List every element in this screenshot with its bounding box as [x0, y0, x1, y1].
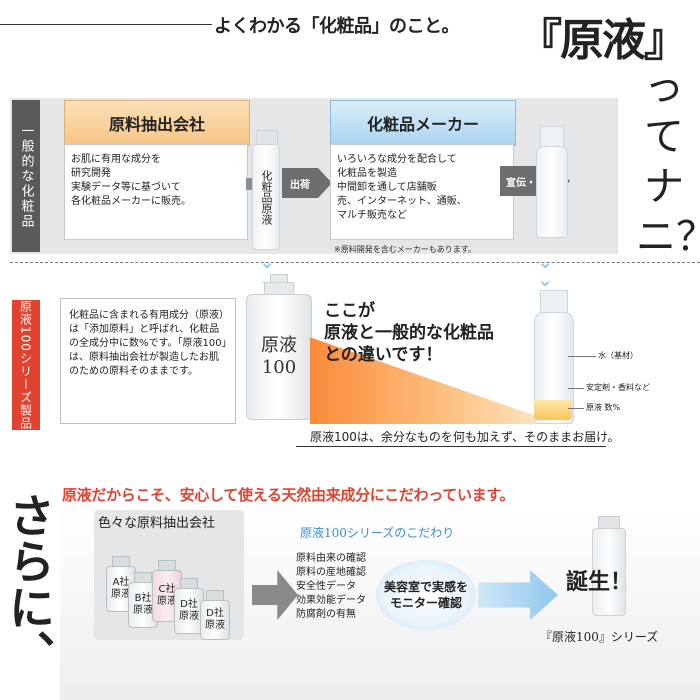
vial-c-line1: C社	[158, 584, 176, 595]
header-rule	[0, 24, 212, 25]
callout-line-1: ここが	[324, 301, 375, 321]
list-item: 効果効能データ	[296, 595, 366, 606]
legend-raw: 原液 数%	[586, 403, 621, 412]
raw-solution-layer	[534, 400, 572, 420]
genkai100-description: 化粧品に含まれる有用成分（原液）は「添加原料」と呼ばれ、化粧品の全成分中に数%で…	[60, 298, 236, 424]
legend-water: 水（基材）	[598, 351, 638, 360]
list-item: 原料由来の確認	[296, 553, 366, 564]
vial-d2: D社 原液	[200, 600, 230, 640]
vial-d1: D社 原液	[174, 588, 204, 634]
bottle-cap	[540, 290, 568, 316]
birth-label: 誕生！	[566, 570, 633, 595]
maker-note: ※原料開発を含むメーカーもあります。	[334, 245, 476, 254]
furthermore-vertical: さらに、	[2, 492, 56, 676]
maker-body-text: いろいろな成分を配合して 化粧品を製造 中間卸を通して店舗販 売、インターネット…	[337, 154, 467, 221]
list-item: 防腐剤の有無	[296, 609, 356, 620]
legend-line	[568, 356, 596, 357]
general-cosmetics-side-label: 一般的な化粧品	[12, 100, 40, 252]
vial-a-line1: A社	[112, 577, 130, 588]
section-divider	[10, 262, 700, 263]
company-body-text: お肌に有用な成分を 研究開発 実験データ等に基づいて 各化粧品メーカーに販売。	[71, 154, 191, 207]
vial-d2-line2: 原液	[205, 620, 225, 631]
legend-stabilizer: 安定剤・香料など	[586, 383, 650, 392]
product-bottle-icon	[592, 528, 626, 616]
vial-d1-line2: 原液	[179, 611, 199, 622]
vial-b-line2: 原液	[133, 605, 153, 616]
callout-line-2: 原液と一般的な化粧品	[324, 323, 494, 343]
bottle-label-line1: 原液	[261, 335, 297, 356]
monitor-bubble: 美容室で実感を モニター確認	[376, 560, 476, 630]
vial-d1-line1: D社	[180, 599, 198, 610]
maker-description: いろいろな成分を配合して 化粧品を製造 中間卸を通して店舗販 売、インターネット…	[330, 144, 514, 240]
callout-line-3: との違いです！	[324, 345, 443, 365]
list-item: 安全性データ	[296, 581, 356, 592]
vial-b-line1: B社	[134, 593, 152, 604]
company-description: お肌に有用な成分を 研究開発 実験データ等に基づいて 各化粧品メーカーに販売。	[64, 144, 248, 240]
caption-underline	[296, 446, 606, 447]
monitor-line-1: 美容室で実感を	[383, 580, 468, 594]
cosmetic-bottle-icon	[536, 146, 568, 238]
vial-a-line2: 原液	[111, 589, 131, 600]
product-name: 『原液100』シリーズ	[540, 630, 659, 644]
legend-line	[568, 388, 584, 389]
commitment-title: 原液100シリーズのこだわり	[300, 526, 455, 540]
commitment-headline: 原液だからこそ、安心して使える天然由来成分にこだわっています。	[62, 486, 515, 504]
various-companies-title: 色々な原料抽出会社	[98, 516, 216, 531]
genkai100-bottle: 原液 100	[246, 294, 312, 420]
vial-d2-line1: D社	[206, 608, 224, 619]
chevron-down-icon: ⌄⌄	[537, 252, 553, 291]
difference-callout: ここが 原液と一般的な化粧品 との違いです！	[324, 300, 494, 366]
vial-c-line2: 原液	[157, 596, 177, 607]
big-title: 『原液』	[518, 15, 688, 66]
legend-line	[568, 408, 584, 409]
monitor-line-2: モニター確認	[389, 596, 462, 610]
company-title: 原料抽出会社	[64, 100, 250, 146]
commitment-list: 原料由来の確認 原料の産地確認 安全性データ 効果効能データ 防腐剤の有無	[296, 552, 366, 622]
big-question: ってナニ？	[636, 64, 700, 260]
bottle-label-line2: 100	[261, 357, 297, 378]
header-intro: よくわかる「化粧品」のこと。	[214, 16, 460, 37]
maker-title: 化粧品メーカー	[330, 100, 516, 146]
genkai100-side-label: 原液100シリーズ製品	[12, 300, 40, 430]
raw-solution-vial: 化粧品原液	[252, 144, 280, 250]
list-item: 原料の産地確認	[296, 567, 366, 578]
genkai100-caption: 原液100は、余分なものを何も加えず、そのままお届け。	[310, 430, 620, 444]
